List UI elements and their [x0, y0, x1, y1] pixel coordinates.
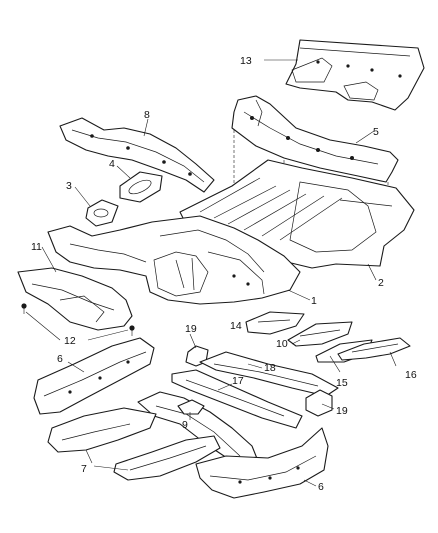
callout-9: 9	[182, 419, 188, 431]
callout-11: 11	[31, 241, 42, 253]
callout-7: 7	[81, 463, 87, 475]
callout-19-upper: 19	[185, 323, 197, 335]
callout-12: 12	[64, 335, 76, 347]
part-9-tunnel-support	[137, 391, 261, 475]
callout-6-right: 6	[318, 481, 324, 493]
part-5-rear-crossmember	[231, 95, 399, 183]
part-11-side-reinforcement	[17, 267, 133, 331]
part-14-floor-patch	[245, 311, 305, 335]
callout-2: 2	[378, 277, 384, 289]
part-12-fasteners	[21, 303, 135, 336]
callout-6-left: 6	[57, 353, 63, 365]
callout-1: 1	[311, 295, 317, 307]
callout-19-lower: 19	[336, 405, 348, 417]
part-7-front-crossbrace	[47, 407, 221, 481]
callout-17: 17	[232, 375, 244, 387]
callout-4: 4	[109, 158, 115, 170]
part-13-rear-floor-panel	[285, 39, 425, 111]
callout-10: 10	[276, 338, 288, 350]
callout-15: 15	[336, 377, 348, 389]
callout-3: 3	[66, 180, 72, 192]
callout-14: 14	[230, 320, 242, 332]
callout-13: 13	[240, 55, 252, 67]
part-6-left-sill	[33, 337, 155, 415]
part-17-center-sill	[171, 369, 303, 429]
part-1-front-floor-pan	[47, 215, 301, 305]
part-19-bracket-lower	[305, 389, 333, 417]
part-8-front-crossmember	[59, 117, 215, 193]
callout-16: 16	[405, 369, 417, 381]
callout-18: 18	[264, 362, 276, 374]
callout-8: 8	[144, 109, 150, 121]
part-10-support-bracket	[287, 321, 353, 347]
part-16-rear-patch	[337, 337, 411, 361]
callout-5: 5	[373, 126, 379, 138]
part-4-oval-plug	[119, 171, 163, 203]
part-3-grommet-plate	[85, 199, 119, 227]
part-18-cross-sill	[199, 351, 339, 397]
part-6-right-sill	[195, 427, 329, 499]
